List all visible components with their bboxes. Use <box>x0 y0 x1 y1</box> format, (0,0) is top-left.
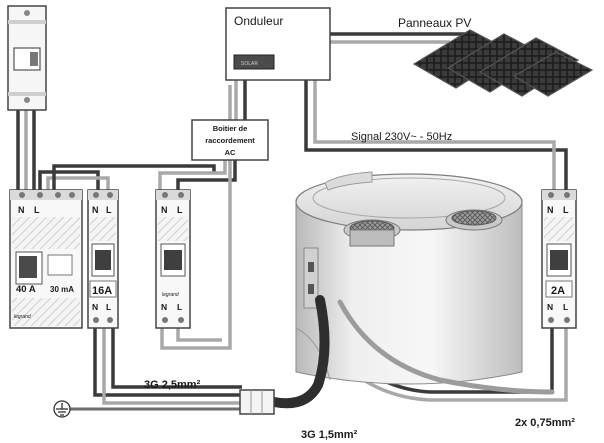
b2-terminal-n: N <box>547 205 554 215</box>
junction-box-ac: Boitier de raccordement AC <box>191 119 269 161</box>
earth-icon <box>53 400 71 418</box>
pvb-brand: legrand <box>162 292 179 298</box>
differential-switch: N L 40 A 30 mA legrand <box>9 189 83 329</box>
b2-terminal-l-bottom: L <box>563 302 568 312</box>
diff-terminal-l: L <box>34 205 40 215</box>
b16-terminal-l: L <box>106 205 112 215</box>
pv-panels: Panneaux PV <box>398 16 594 97</box>
b16-terminal-l-bottom: L <box>106 302 111 312</box>
b2-terminal-n-bottom: N <box>547 302 553 312</box>
cable-ac-breaker-bottom <box>160 85 232 350</box>
cable-signal-inverter-dark <box>304 80 568 192</box>
b16-rating: 16A <box>92 285 112 297</box>
pv-ac-breaker: N L legrand N L <box>155 189 191 329</box>
diff-rating: 40 A <box>16 284 36 295</box>
b16-terminal-n: N <box>92 205 99 215</box>
pvb-terminal-n-bottom: N <box>161 302 167 312</box>
cable-ac-breaker-bottom-2 <box>176 328 222 342</box>
junction-box-line1: Boitier de <box>213 124 248 133</box>
junction-box-line3: AC <box>225 148 236 157</box>
signal-label: Signal 230V~ - 50Hz <box>351 131 452 143</box>
water-heater-tank <box>295 171 523 385</box>
pvb-terminal-n: N <box>161 205 168 215</box>
cable-16a-out-dark <box>93 328 242 397</box>
cable-16a-out-light <box>102 328 242 405</box>
cable-diff-to-16a-light <box>46 176 110 192</box>
cable-signal-dark <box>52 164 216 192</box>
diff-terminal-n: N <box>18 205 25 215</box>
diff-brand: legrand <box>14 314 31 320</box>
pv-panels-label: Panneaux PV <box>398 16 471 30</box>
cable-box-to-ac-breaker-dark <box>176 160 237 192</box>
cable-diff-to-16a-dark <box>38 170 100 192</box>
cable-16a-out-dark-2 <box>111 328 242 389</box>
inverter: Onduleur SOLAR <box>225 7 331 81</box>
cable-2x075-label: 2x 0,75mm² <box>515 417 575 429</box>
cable-3g15-label: 3G 1,5mm² <box>301 429 358 441</box>
pvb-terminal-l: L <box>177 205 183 215</box>
cable-box-to-ac-breaker-light <box>158 160 227 192</box>
b16-terminal-n-bottom: N <box>92 302 98 312</box>
cable-3g25-label: 3G 2,5mm² <box>144 379 201 391</box>
diff-sensitivity: 30 mA <box>50 285 74 294</box>
b2-terminal-l: L <box>563 205 569 215</box>
inverter-screen: SOLAR <box>241 61 258 67</box>
b2-rating: 2A <box>551 285 565 297</box>
cable-signal-inverter-light <box>313 80 556 192</box>
breaker-16a: N L 16A N L <box>87 189 119 329</box>
breaker-2a: N L 2A N L <box>541 189 577 329</box>
cable-junction-block <box>239 389 275 415</box>
junction-box-line2: raccordement <box>205 136 255 145</box>
inverter-label: Onduleur <box>234 14 283 28</box>
main-circuit-breaker <box>7 5 47 111</box>
pvb-terminal-l-bottom: L <box>177 302 182 312</box>
power-cable-tank <box>269 295 555 409</box>
